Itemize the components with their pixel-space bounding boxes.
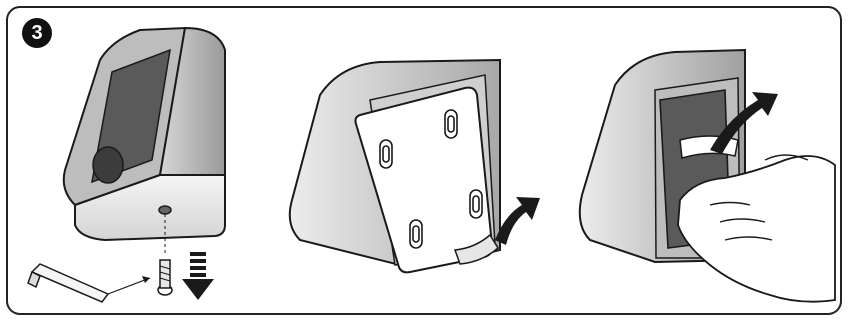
screw-icon	[158, 260, 172, 295]
device-with-screw-and-hex-key-icon	[20, 0, 270, 323]
hex-key-icon	[28, 264, 150, 302]
insert-down-arrow-icon	[182, 252, 214, 300]
peel-up-arrow-icon	[495, 197, 540, 245]
device-backplate-tape-removal-icon	[270, 0, 560, 323]
device-battery-tape-removal-icon	[560, 0, 840, 323]
